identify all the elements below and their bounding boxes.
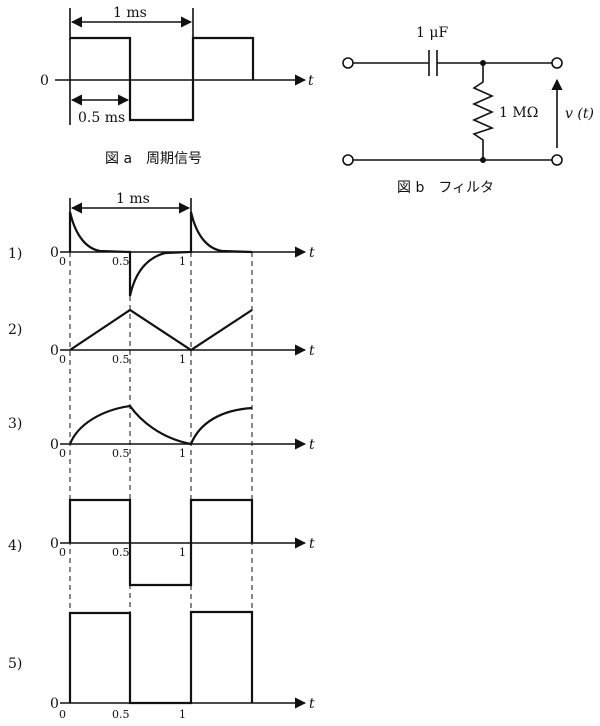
option-1-tick-0-5: 0.5: [112, 255, 130, 268]
option-label: 3): [8, 416, 22, 432]
option-1-tick-0: 0: [59, 255, 66, 268]
option-5-waveform: [68, 610, 254, 705]
fig-a-caption: 図 a 周期信号: [105, 151, 202, 167]
option-1-t-label: t: [309, 245, 315, 261]
option-2-tick-1: 1: [179, 353, 186, 366]
output-voltage-label: v (t): [565, 106, 594, 122]
option-label: 4): [8, 538, 22, 554]
option-2-t-label: t: [309, 343, 315, 359]
option-1-zero-label: 0: [50, 245, 59, 261]
option-2-tick-0: 0: [59, 353, 66, 366]
figure-a-periodic-signal: 0 t 1 ms 0.5 ms 図 a 周期信号: [40, 5, 314, 167]
option-label: 1): [8, 246, 22, 262]
resistor-symbol: [472, 63, 495, 160]
option-3-zero-label: 0: [50, 437, 59, 453]
option-5-tick-0: 0: [59, 708, 66, 721]
option-2-zero-label: 0: [50, 343, 59, 359]
option-2: 2) 0 t 0 0.5 1: [8, 308, 315, 366]
output-terminal-top: [551, 57, 563, 69]
option-1-tick-1: 1: [179, 255, 186, 268]
option-label: 2): [8, 322, 22, 338]
option-3-tick-1: 1: [179, 447, 186, 460]
option-4-waveform: [68, 498, 254, 587]
option-3-tick-0-5: 0.5: [112, 447, 130, 460]
fig-a-half-label: 0.5 ms: [78, 110, 125, 126]
fig-a-zero-label: 0: [40, 73, 49, 89]
fig-a-square-wave: [70, 36, 255, 122]
option-4-tick-1: 1: [179, 546, 186, 559]
resistor-label: 1 MΩ: [499, 105, 538, 121]
output-terminal-bottom: [551, 154, 563, 166]
option-5-tick-1: 1: [179, 708, 186, 721]
option-4: 4) 0 t 0 0.5 1: [8, 498, 315, 587]
option-5-t-label: t: [309, 696, 315, 712]
option-3-waveform: [68, 404, 253, 446]
option-5-zero-label: 0: [50, 696, 59, 712]
option-5-tick-0-5: 0.5: [112, 708, 130, 721]
option-4-zero-label: 0: [50, 536, 59, 552]
answer-options: 1 ms 1) 0 t 0 0.5 1 2) 0 t 0 0.5 1 3): [8, 191, 315, 721]
option-1: 1) 0 t 0 0.5 1: [8, 211, 315, 297]
option-4-tick-0: 0: [59, 546, 66, 559]
option-label: 5): [8, 656, 22, 672]
input-terminal-top: [342, 57, 354, 69]
option-3-tick-0: 0: [59, 447, 66, 460]
option-1-waveform: [68, 211, 253, 297]
option-4-tick-0-5: 0.5: [112, 546, 130, 559]
option-3: 3) 0 t 0 0.5 1: [8, 404, 315, 460]
option-2-waveform: [69, 308, 253, 352]
capacitor-label: 1 μF: [416, 25, 448, 41]
input-terminal-bottom: [342, 154, 354, 166]
option-2-tick-0-5: 0.5: [112, 353, 130, 366]
answers-period-label: 1 ms: [116, 191, 150, 207]
option-4-t-label: t: [309, 536, 315, 552]
option-3-t-label: t: [309, 437, 315, 453]
figure-b-filter-circuit: 1 μF 1 MΩ v (t) 図 b フィルタ: [342, 25, 594, 196]
fig-a-period-label: 1 ms: [113, 5, 147, 21]
fig-a-t-label: t: [308, 73, 314, 89]
option-5: 5) 0 t 0 0.5 1: [8, 610, 315, 721]
fig-b-caption: 図 b フィルタ: [397, 180, 494, 196]
